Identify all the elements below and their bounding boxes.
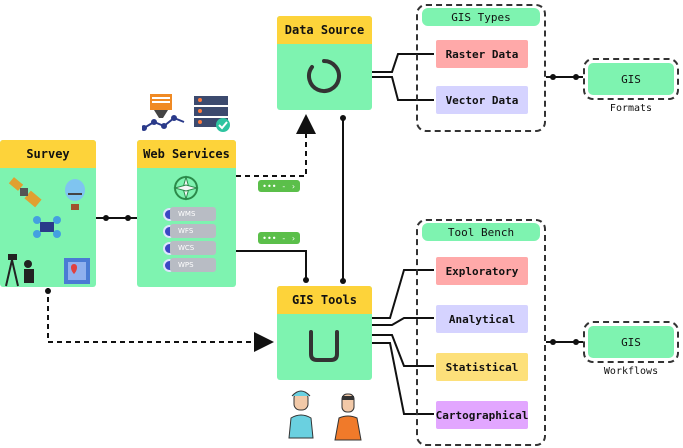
compass-icon [172, 174, 200, 202]
service-label: WPS [170, 258, 216, 272]
formats-label: GIS [588, 63, 674, 95]
vector-data-item: Vector Data [436, 86, 528, 114]
workflows-label: GIS [588, 326, 674, 358]
service-list: WMS WFS WCS WPS [163, 207, 223, 272]
web-services-title: Web Services [137, 140, 236, 168]
analytical-item: Analytical [436, 305, 528, 333]
surveyor-icon [5, 254, 34, 287]
gis-tools-node: GIS Tools [277, 286, 372, 380]
service-label: WFS [170, 224, 216, 238]
bracket-icon [309, 330, 339, 362]
service-item-wfs: WFS [163, 224, 223, 238]
balloon-icon [65, 179, 85, 210]
webservices-tools-link [236, 250, 307, 282]
tool-bench-label: Tool Bench [422, 223, 540, 241]
survey-title: Survey [0, 140, 96, 168]
person-icon [334, 393, 362, 441]
data-filter-icon [142, 94, 185, 131]
workflows-caption: Workflows [603, 366, 659, 377]
database-server-icon [194, 96, 230, 132]
survey-illustrations [5, 177, 90, 287]
service-item-wcs: WCS [163, 241, 223, 255]
service-label: WCS [170, 241, 216, 255]
data-source-title: Data Source [277, 16, 372, 44]
satellite-icon [8, 177, 42, 208]
flow-tag: ••• - › [258, 232, 300, 244]
gis-tools-title: GIS Tools [277, 286, 372, 314]
service-label: WMS [170, 207, 216, 221]
statistical-item: Statistical [436, 353, 528, 381]
gis-types-label: GIS Types [422, 8, 540, 26]
exploratory-item: Exploratory [436, 257, 528, 285]
service-item-wps: WPS [163, 258, 223, 272]
drone-icon [33, 216, 61, 238]
cartographical-item: Cartographical [436, 401, 528, 429]
web-services-node: Web Services WMS WFS WCS WPS [137, 140, 236, 287]
map-phone-icon [64, 258, 90, 284]
formats-caption: Formats [609, 103, 653, 114]
survey-tools-link [47, 288, 274, 352]
tool-bench-group: Tool Bench Exploratory Analytical Statis… [416, 219, 546, 446]
formats-output: GIS [583, 58, 679, 100]
person-icon [288, 390, 314, 439]
survey-node: Survey [0, 140, 96, 287]
loading-ring-icon [307, 59, 341, 93]
service-item-wms: WMS [163, 207, 223, 221]
workflows-output: GIS [583, 321, 679, 363]
flow-tag: ••• - › [258, 180, 300, 192]
raster-data-item: Raster Data [436, 40, 528, 68]
webservices-datasource-link [236, 114, 316, 177]
data-source-node: Data Source [277, 16, 372, 110]
gis-types-group: GIS Types Raster Data Vector Data [416, 4, 546, 132]
